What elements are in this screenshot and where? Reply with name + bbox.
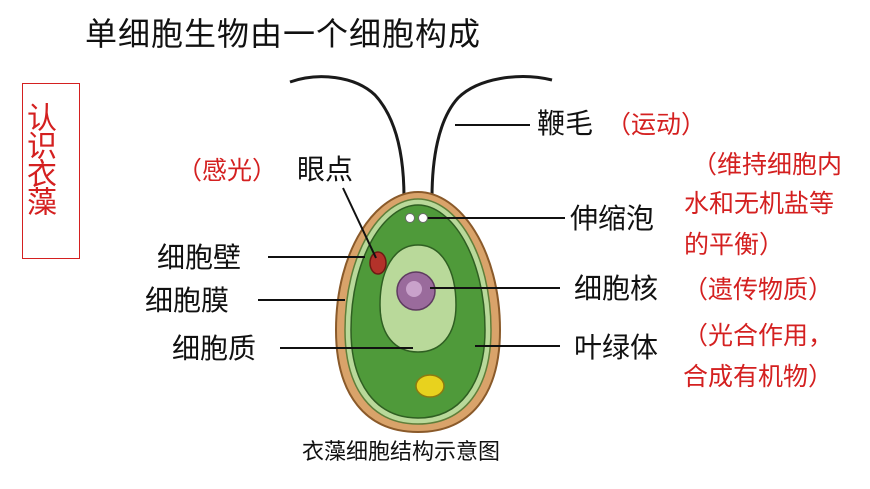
- side-label: 认识衣藻: [22, 102, 56, 214]
- note-contractile-line1: （维持细胞内: [692, 150, 843, 179]
- note-chloroplast-line1: （光合作用，: [683, 321, 834, 350]
- label-nucleus: 细胞核: [574, 272, 659, 305]
- label-eyespot: 眼点: [297, 153, 354, 186]
- label-cell-wall: 细胞壁: [157, 241, 242, 274]
- note-nucleus: （遗传物质）: [683, 275, 834, 304]
- label-cytoplasm: 细胞质: [172, 332, 257, 365]
- label-chloroplast: 叶绿体: [574, 331, 659, 364]
- note-chloroplast-line2: 合成有机物）: [683, 362, 834, 391]
- note-flagella: （运动）: [606, 110, 707, 139]
- label-cell-membrane: 细胞膜: [145, 284, 230, 317]
- flagellum-left: [289, 75, 406, 199]
- contractile-vacuole-2: [418, 213, 428, 223]
- side-label-box: 认识衣藻: [22, 83, 80, 259]
- nucleolus: [406, 281, 422, 297]
- contractile-vacuole-1: [405, 213, 415, 223]
- flagellum-right: [430, 75, 553, 199]
- note-eyespot: （感光）: [177, 156, 278, 185]
- page-title: 单细胞生物由一个细胞构成: [85, 15, 482, 53]
- note-contractile-line2: 水和无机盐等: [684, 189, 835, 218]
- pyrenoid: [415, 374, 445, 398]
- note-contractile-line3: 的平衡）: [684, 230, 785, 259]
- eyespot: [369, 251, 387, 275]
- pointer-eyespot: [342, 187, 377, 259]
- label-contractile-vacuole: 伸缩泡: [570, 202, 655, 235]
- diagram-caption: 衣藻细胞结构示意图: [302, 440, 501, 465]
- label-flagella: 鞭毛: [537, 107, 594, 140]
